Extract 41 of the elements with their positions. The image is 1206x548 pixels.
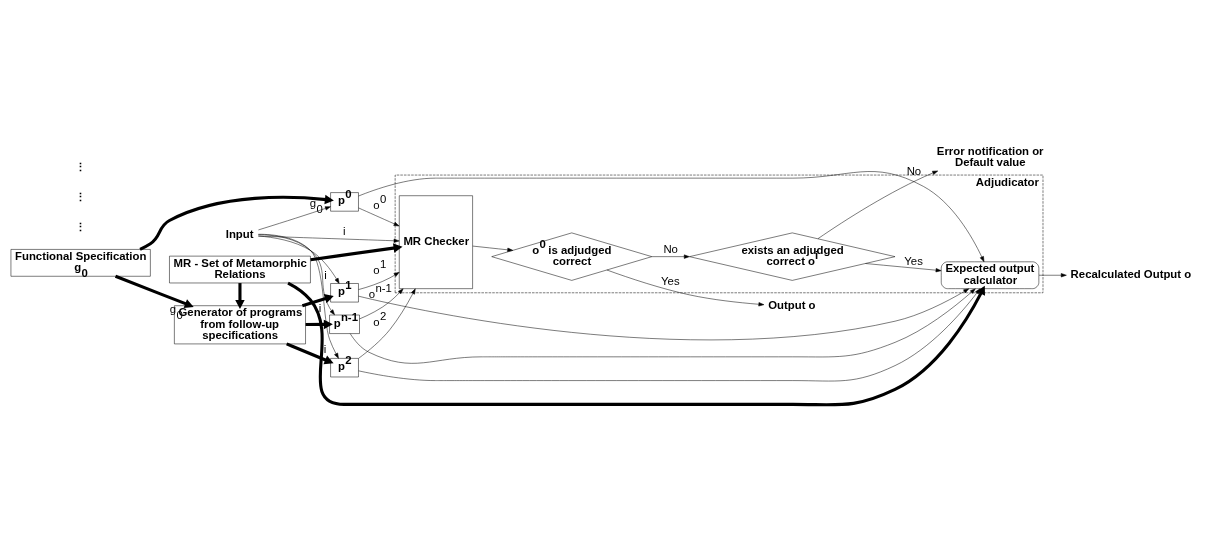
edge-label: i (342, 224, 346, 237)
arrow (258, 233, 339, 359)
label: ⋮ (74, 160, 86, 173)
arrow (817, 170, 939, 239)
label: ⋮ (74, 220, 86, 233)
node-box: Expected output calculator (941, 261, 1040, 289)
edge-label: No (663, 242, 678, 255)
arrow (287, 281, 985, 406)
edge-label: No (906, 164, 922, 177)
edge-label: i (318, 301, 322, 314)
node-text: Output o (768, 298, 816, 311)
edge-label: Yes (661, 274, 680, 287)
arrow (358, 207, 400, 226)
edge-label: i (324, 268, 327, 281)
arrow (349, 287, 976, 364)
node-text: Error notification or Default value (936, 144, 1044, 168)
edge-label: Yes (904, 254, 923, 267)
arrow (358, 288, 416, 359)
arrow (865, 262, 942, 272)
arrow (358, 288, 981, 381)
label: ⋮ (74, 190, 86, 203)
node-text: Input (225, 227, 254, 240)
arrow (1038, 272, 1067, 277)
arrow (358, 288, 970, 340)
arrow (358, 170, 985, 262)
arrow (359, 288, 404, 319)
arrow (139, 194, 334, 251)
arrow (606, 269, 765, 306)
arrow (651, 254, 690, 259)
edge-label: i (323, 342, 327, 355)
arrow (472, 245, 514, 252)
node-text: Recalculated Output o (1070, 267, 1192, 280)
arrow (286, 342, 334, 364)
arrow (258, 205, 331, 230)
arrow (235, 282, 245, 309)
arrow (310, 242, 403, 261)
arrow (358, 271, 400, 290)
node-box: MR Checker (399, 194, 473, 289)
arrow (258, 235, 400, 243)
node-box: MR - Set of Metamorphic Relations (169, 255, 311, 283)
arrow (114, 274, 194, 308)
